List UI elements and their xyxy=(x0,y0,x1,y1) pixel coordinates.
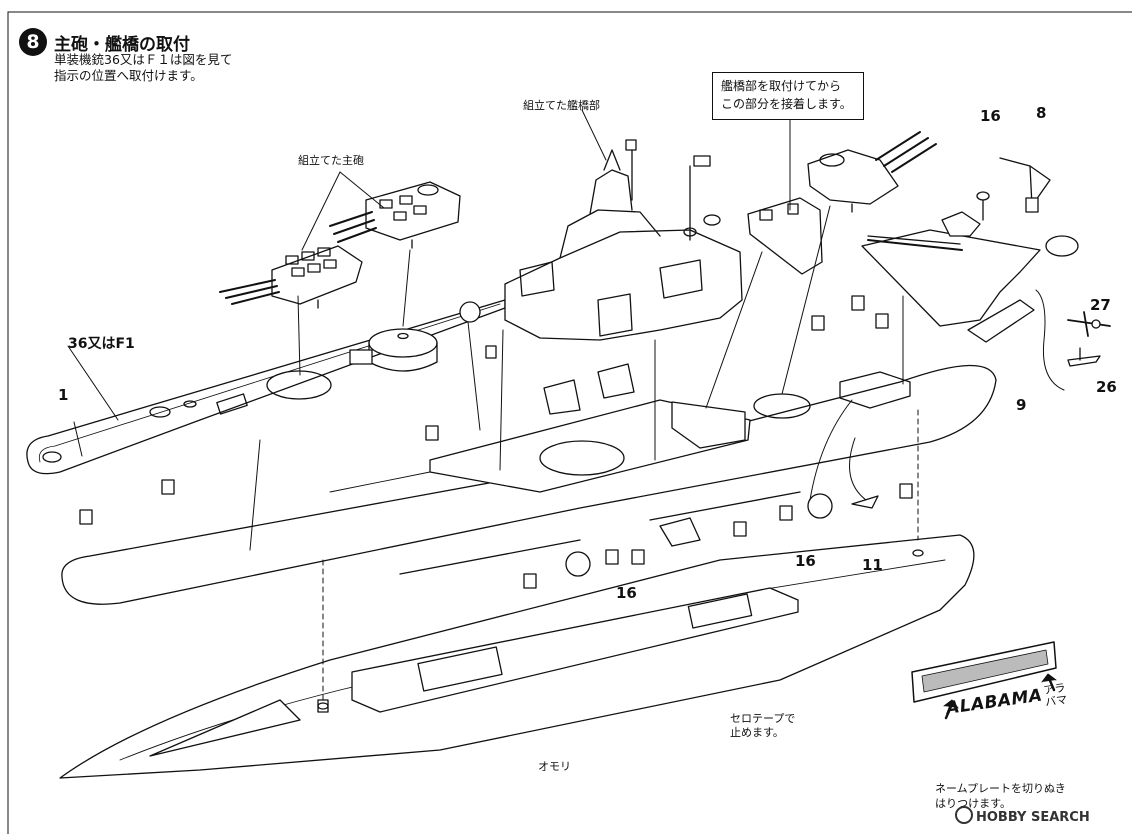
seaplane-part-27 xyxy=(1067,311,1111,337)
aft-turret xyxy=(807,131,937,213)
main-gun-turret-rear xyxy=(329,181,461,249)
label-assembled-main-guns: 組立てた主砲 xyxy=(298,154,364,167)
catapult-deck xyxy=(861,211,1079,327)
label-part-16-low: 16 xyxy=(616,584,637,602)
main-gun-turret-front xyxy=(219,245,363,309)
crane-part-8 xyxy=(999,157,1051,213)
step-title: 主砲・艦橋の取付 xyxy=(54,35,190,55)
aa-gun-parts xyxy=(79,295,913,589)
leader-9-26 xyxy=(1035,289,1065,391)
label-assembled-bridge: 組立てた艦橋部 xyxy=(523,99,600,112)
label-part-1: 1 xyxy=(58,386,69,404)
step-number-badge: 8 xyxy=(19,28,47,56)
nameplate xyxy=(911,641,1057,720)
label-part-9: 9 xyxy=(1016,396,1027,414)
stand-part-26 xyxy=(1067,347,1101,367)
label-part-16-mid: 16 xyxy=(795,552,816,570)
watermark-logo-icon xyxy=(955,806,973,824)
leader-lines xyxy=(67,109,919,701)
mast-part-16 xyxy=(976,191,990,221)
label-part-26: 26 xyxy=(1096,378,1117,396)
nameplate-note-line1: ネームプレートを切りぬき xyxy=(935,782,1066,795)
intro-note-line2: 指示の位置へ取付けます。 xyxy=(54,68,203,83)
forward-deck-part xyxy=(26,299,506,475)
barbette-cylinder xyxy=(349,328,438,372)
label-cello-tape-line1: セロテープで xyxy=(730,712,796,725)
callout-line1: 艦橋部を取付けてから xyxy=(721,79,842,93)
label-weight: オモリ xyxy=(538,760,571,773)
bridge-superstructure xyxy=(504,139,743,341)
callout-line2: この部分を接着します。 xyxy=(721,97,852,111)
label-part-36-or-f1: 36又はF1 xyxy=(68,336,135,352)
main-deck-part xyxy=(61,364,997,605)
label-part-27: 27 xyxy=(1090,296,1111,314)
nameplate-note-line2: はりつけます。 xyxy=(935,797,1012,810)
aft-superstructure xyxy=(747,197,823,275)
label-cello-tape-line2: 止めます。 xyxy=(730,726,784,739)
label-part-16-top: 16 xyxy=(980,107,1001,125)
label-part-8: 8 xyxy=(1036,104,1047,122)
nameplate-kana: アラバマ xyxy=(1042,681,1069,710)
intro-note-line1: 単装機銃36又はＦ１は図を見て xyxy=(54,52,233,67)
lower-hull-part xyxy=(59,534,975,779)
watermark: HOBBY SEARCH xyxy=(955,806,1090,825)
callout-note-box: 艦橋部を取付けてから この部分を接着します。 xyxy=(712,72,864,120)
catapult-part-9 xyxy=(967,299,1035,343)
watermark-text: HOBBY SEARCH xyxy=(976,810,1090,825)
label-part-11: 11 xyxy=(862,556,883,574)
